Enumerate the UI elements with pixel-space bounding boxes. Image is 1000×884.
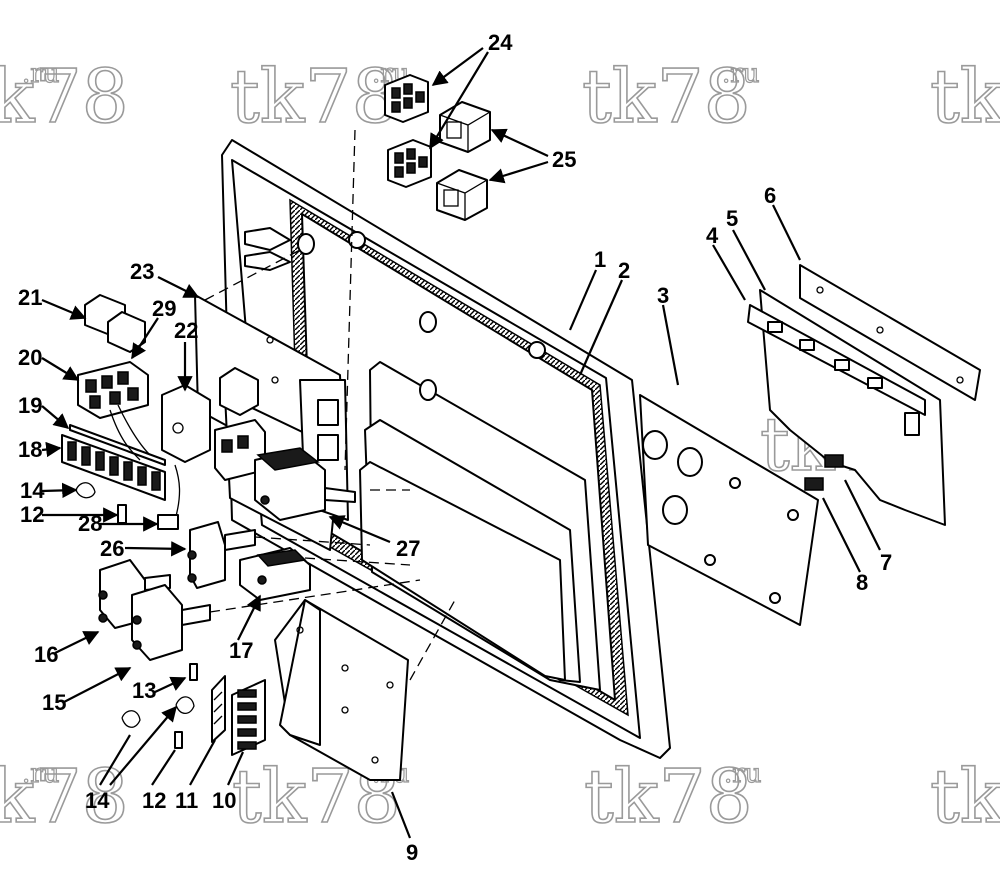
watermark-text: tk78 <box>930 754 1000 840</box>
terminal-strip <box>747 304 926 436</box>
callout-15: 15 <box>42 690 66 715</box>
clip-14 <box>75 482 96 499</box>
callout-22: 22 <box>174 318 198 343</box>
callout-12-left: 12 <box>20 502 44 527</box>
board-chip <box>824 454 844 468</box>
label-strip-11 <box>211 675 226 743</box>
gasket-plate <box>639 394 819 626</box>
watermark-text: tk78 <box>582 54 751 140</box>
toggle-switch-27 <box>254 447 356 521</box>
callout-21: 21 <box>18 285 42 310</box>
watermark: tk78 <box>929 53 1000 141</box>
fuse-12 <box>117 504 127 524</box>
callout-10: 10 <box>212 788 236 813</box>
callout-25: 25 <box>552 147 576 172</box>
watermark-text: tk78 <box>0 754 129 840</box>
watermark-suffix: .ru <box>22 59 59 89</box>
callout-8: 8 <box>856 570 868 595</box>
frame-screw <box>348 231 366 249</box>
marker-strip-19 <box>69 424 166 466</box>
callout-6: 6 <box>764 183 776 208</box>
callout-11: 11 <box>175 788 198 813</box>
callout-2: 2 <box>618 258 630 283</box>
relay-sockets-20 <box>77 361 149 419</box>
watermark: tk78 .ru <box>581 53 760 141</box>
callout-19: 19 <box>18 393 42 418</box>
relay-with-socket-mid <box>214 367 266 481</box>
toggle-switch-26 <box>187 521 256 589</box>
watermark-text: tk78 <box>230 54 399 140</box>
leader-lines <box>41 47 881 839</box>
assembly-lines <box>204 129 456 681</box>
watermark-text: tk78 <box>930 54 1000 140</box>
cover-strip <box>799 264 981 401</box>
watermark: tk78 <box>929 753 1000 841</box>
watermark: tk78 .ru <box>583 753 762 841</box>
callout-23: 23 <box>130 259 154 284</box>
callout-4: 4 <box>706 223 719 248</box>
callout-7: 7 <box>880 550 892 575</box>
rear-cover-plate <box>274 599 409 781</box>
fuse-13 <box>189 663 198 681</box>
toggle-switch-17 <box>239 547 311 601</box>
callout-labels: 1 2 3 4 5 6 7 8 9 10 11 12 12 13 14 14 1… <box>18 30 892 865</box>
callout-26: 26 <box>100 536 124 561</box>
flasher-unit-22 <box>161 384 211 463</box>
callout-1: 1 <box>594 247 606 272</box>
relay-socket <box>387 139 432 188</box>
callout-9: 9 <box>406 840 418 865</box>
watermark-suffix: .ru <box>724 759 761 789</box>
callout-18: 18 <box>18 437 42 462</box>
relay-socket <box>384 74 429 123</box>
callout-17: 17 <box>229 638 253 663</box>
callout-13: 13 <box>132 678 156 703</box>
watermark: tk78 .ru <box>229 53 410 141</box>
relay <box>436 169 488 221</box>
callout-29: 29 <box>152 296 176 321</box>
callout-12-bottom: 12 <box>142 788 166 813</box>
toggle-switch-15 <box>131 584 211 661</box>
terminal-block-10 <box>231 679 266 756</box>
callout-5: 5 <box>726 206 738 231</box>
watermark-text: tk78 <box>0 54 129 140</box>
board-chip <box>804 477 824 491</box>
terminal-block-18 <box>61 434 166 501</box>
small-parts-bottom <box>121 663 198 749</box>
frame-screw <box>528 341 546 359</box>
watermark-text: tk78 <box>584 754 753 840</box>
callout-14-left: 14 <box>20 478 45 503</box>
connector-28 <box>157 514 179 530</box>
relay <box>439 101 491 153</box>
watermark: tk78 .ru <box>0 753 130 841</box>
watermark-suffix: .ru <box>722 59 759 89</box>
callout-3: 3 <box>657 283 669 308</box>
callout-28: 28 <box>78 511 102 536</box>
callout-16: 16 <box>34 642 58 667</box>
watermark-suffix: .ru <box>22 759 59 789</box>
gauge-panel <box>359 311 601 691</box>
callout-24: 24 <box>488 30 513 55</box>
callout-20: 20 <box>18 345 42 370</box>
callout-14-bottom: 14 <box>85 788 110 813</box>
watermark: tk78 .ru <box>0 53 130 141</box>
callout-27: 27 <box>396 536 420 561</box>
relay-21 <box>84 294 146 353</box>
